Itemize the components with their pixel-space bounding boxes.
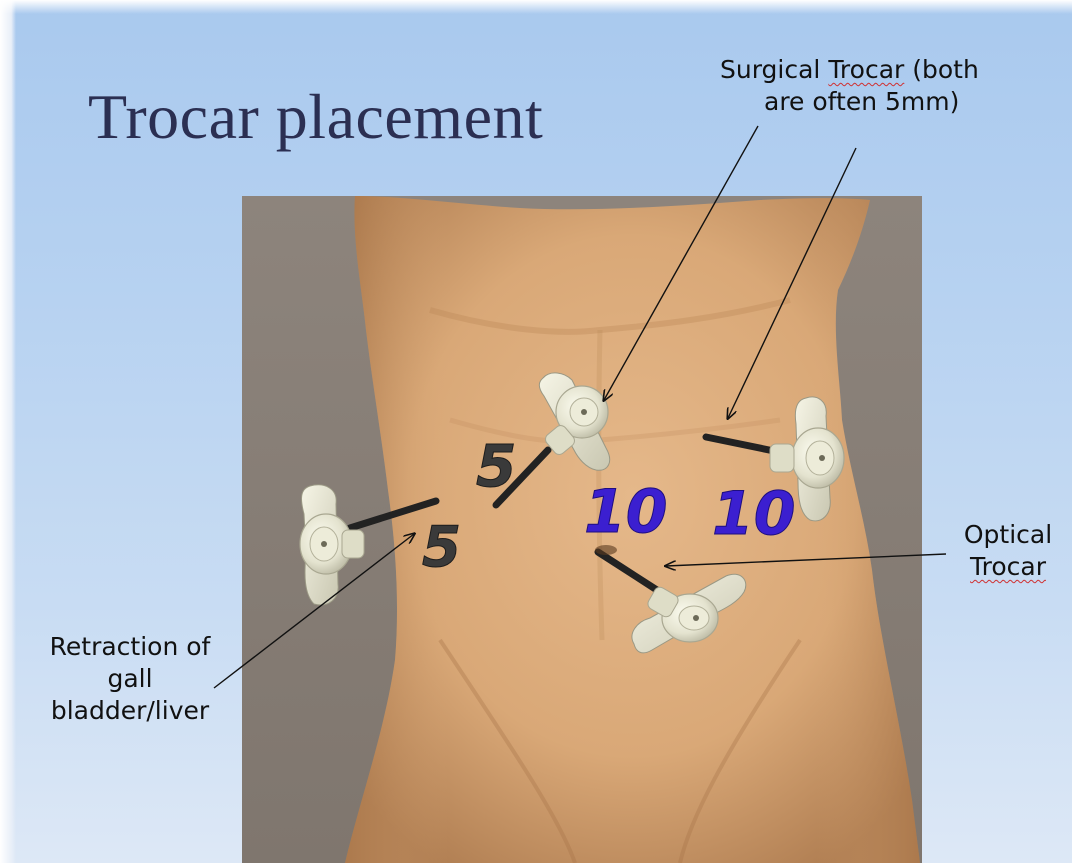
port-size-center: 10 <box>584 477 668 547</box>
surgical-trocar-text-1: Surgical <box>720 55 828 84</box>
slide-title: Trocar placement <box>88 80 543 154</box>
port-size-left: 5 <box>422 515 461 580</box>
optical-trocar-text-2: Trocar <box>948 551 1068 583</box>
optical-trocar-label: Optical Trocar <box>948 519 1068 583</box>
retraction-label: Retraction of gall bladder/liver <box>20 631 240 727</box>
surgical-trocar-text-3: (both <box>904 55 979 84</box>
retraction-text-3: bladder/liver <box>20 695 240 727</box>
surgical-trocar-text-4: are often 5mm) <box>720 86 1060 118</box>
optical-trocar-text-1: Optical <box>948 519 1068 551</box>
optical-trocar-word: Trocar <box>970 552 1046 581</box>
port-size-upper-center: 5 <box>476 432 516 500</box>
surgical-trocar-label: Surgical Trocar (both are often 5mm) <box>720 54 1060 118</box>
retraction-text-1: Retraction of <box>20 631 240 663</box>
port-size-right: 10 <box>712 479 796 549</box>
retraction-text-2: gall <box>20 663 240 695</box>
surgical-trocar-text-2: Trocar <box>828 55 904 84</box>
